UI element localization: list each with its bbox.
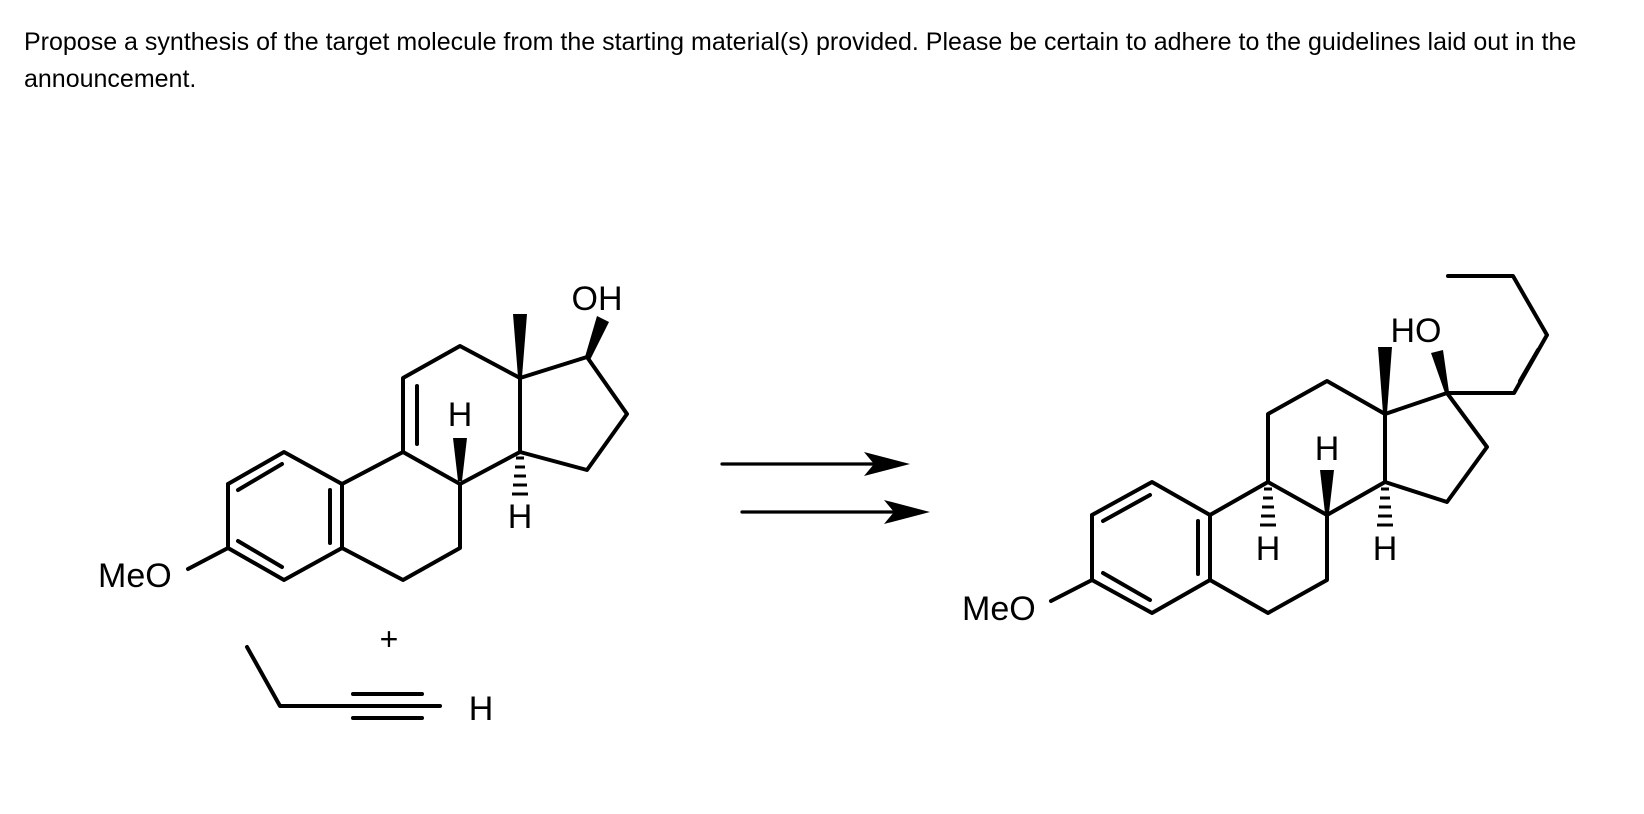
sm-hydroxyl-label: OH xyxy=(572,280,623,318)
tm-alkene-double-bond xyxy=(1518,348,1540,383)
arrow-head-bottom xyxy=(884,500,930,524)
sm-ring-d-bonds xyxy=(518,355,629,472)
target-molecule: HO H H H MeO xyxy=(962,274,1549,628)
tm-butenyl-chain xyxy=(1445,274,1549,395)
tm-methyl-wedge xyxy=(1378,347,1392,413)
tm-ho-wedge xyxy=(1431,350,1449,393)
tm-aromatic-ring xyxy=(1090,480,1212,615)
tm-methoxy-label: MeO xyxy=(962,590,1036,628)
tm-ring-b-bonds xyxy=(1208,480,1329,615)
sm-methoxy-label: MeO xyxy=(98,557,172,595)
multistep-arrow xyxy=(720,452,930,524)
sm-h-wedge xyxy=(453,438,467,481)
tm-ring-c-bonds xyxy=(1266,379,1387,517)
tm-h-label-c14: H xyxy=(1373,530,1398,568)
sm-methyl-wedge xyxy=(513,314,527,377)
arrow-head-top xyxy=(864,452,910,476)
tm-hydroxyl-label: HO xyxy=(1391,312,1442,350)
tm-h-label-c9: H xyxy=(1256,530,1281,568)
sm-ring-b-bonds xyxy=(340,450,462,582)
sm-h-label-top: H xyxy=(448,396,473,434)
sm-ring-a-double-3 xyxy=(236,539,284,569)
sm-h-hash xyxy=(512,456,528,496)
butyne-h-label: H xyxy=(469,690,494,728)
sm-ring-a-double-1 xyxy=(236,462,284,492)
tm-ring-d-bonds xyxy=(1383,391,1489,504)
plus-sign: + xyxy=(380,621,399,657)
tm-h-wedge-c8 xyxy=(1320,470,1334,513)
sm-methoxy-bond xyxy=(186,546,230,571)
tm-h-label-c8: H xyxy=(1315,430,1340,468)
tm-ring-a-double-1 xyxy=(1101,493,1152,523)
sm-ring-a-bonds xyxy=(226,450,344,582)
tm-ring-a-bonds xyxy=(1090,480,1212,615)
question-text: Propose a synthesis of the target molecu… xyxy=(24,28,1577,93)
sm-ring-c-bonds xyxy=(401,344,522,486)
tm-h-hash-c9 xyxy=(1260,487,1276,527)
tm-ring-a-double-3 xyxy=(1101,571,1152,602)
sm-aromatic-ring xyxy=(226,450,344,582)
reagent-butyne: + H xyxy=(245,621,494,728)
butyne-ethyl-bonds xyxy=(245,645,355,708)
starting-material: OH H H MeO xyxy=(98,280,629,595)
sm-h-label-bottom: H xyxy=(508,498,533,536)
tm-h-hash-c14 xyxy=(1377,487,1393,527)
tm-methoxy-bond xyxy=(1049,578,1094,603)
sm-oh-wedge xyxy=(585,316,609,360)
